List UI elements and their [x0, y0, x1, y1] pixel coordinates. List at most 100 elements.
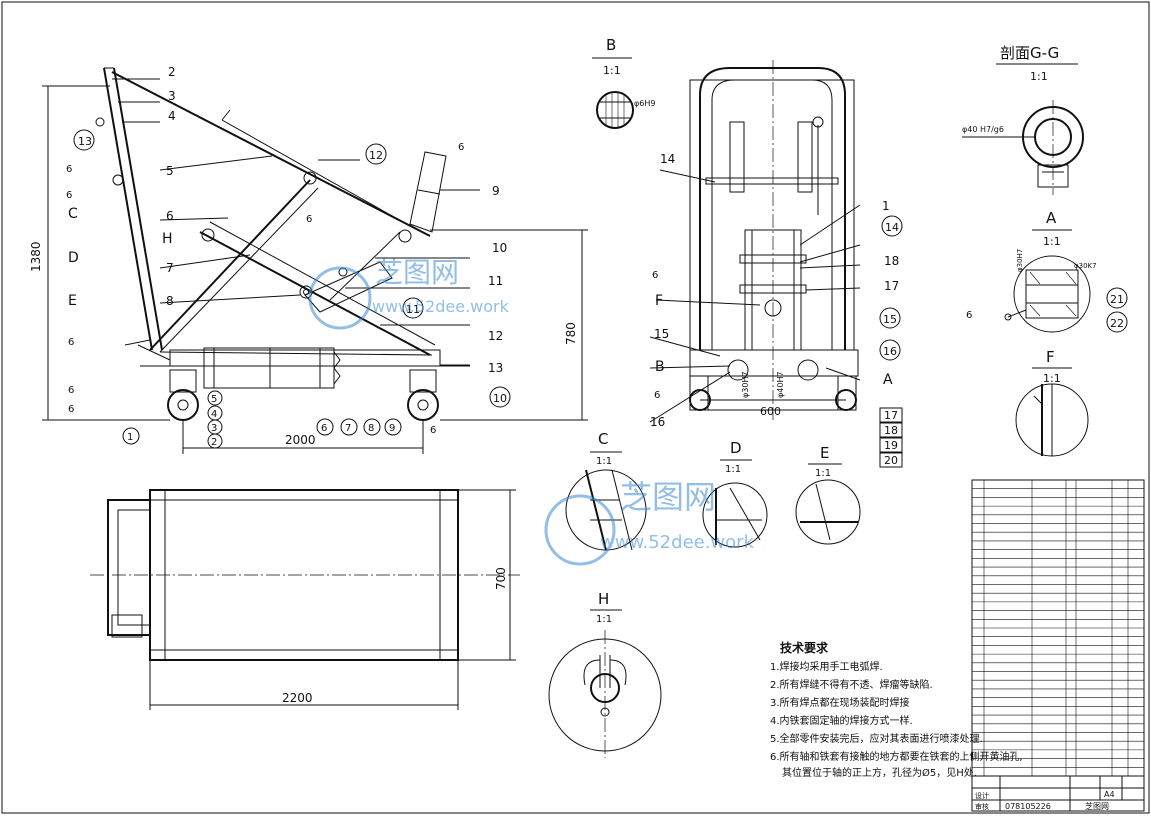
balloon-2: 2 [211, 437, 217, 448]
detail-b-scale: 1:1 [603, 64, 621, 77]
technical-notes: 技术要求 1.焊接均采用手工电弧焊. 2.所有焊缝不得有不透、焊瘤等缺陷. 3.… [770, 640, 1023, 779]
balloon-1: 1 [127, 432, 133, 443]
dimension-2000: 2000 [285, 433, 316, 447]
balloon-18: 18 [884, 424, 898, 437]
detail-c-letter: C [598, 430, 608, 448]
weld-symbol: 6 [68, 385, 74, 396]
part-label-13: 13 [488, 361, 503, 375]
section-view-gg: 剖面G-G 1:1 φ40 H7/g6 [962, 44, 1084, 195]
part-label-5: 5 [166, 164, 174, 178]
balloon-21: 21 [1110, 293, 1124, 306]
watermark-brand: 芝图网 [620, 478, 716, 516]
part-label-7: 7 [166, 261, 174, 275]
detail-f-scale: 1:1 [1043, 372, 1061, 385]
weld-symbol: 6 [458, 142, 464, 153]
dimension-2200: 2200 [282, 691, 313, 705]
balloon-13: 13 [78, 135, 92, 148]
part-label-16: 16 [650, 415, 665, 429]
note-line-2: 2.所有焊缝不得有不透、焊瘤等缺陷. [770, 678, 933, 691]
view-callout-d: D [68, 250, 79, 266]
title-design-label: 设计 [975, 791, 989, 800]
balloon-6: 6 [321, 423, 327, 434]
weld-symbol: 6 [68, 404, 74, 415]
front-view-labels: 14 1 18 17 15 16 F B A 6 6 600 φ30H7 φ40… [650, 152, 899, 429]
watermark-2: 芝图网 www.52dee.work [544, 478, 755, 566]
balloon-15: 15 [883, 313, 897, 326]
section-gg-scale: 1:1 [1030, 70, 1048, 83]
weld-symbol: 6 [66, 164, 72, 175]
drawing-number: 078105226 [1005, 802, 1051, 811]
note-line-4: 4.内铁套固定轴的焊接方式一样. [770, 714, 913, 727]
section-gg-title: 剖面G-G [1000, 44, 1059, 62]
balloon-14: 14 [885, 221, 899, 234]
balloon-10: 10 [493, 392, 507, 405]
part-label-18: 18 [884, 254, 899, 268]
balloon-5: 5 [211, 394, 217, 405]
plan-view [90, 489, 520, 710]
side-view-balloons: 13 12 11 10 1 5 4 3 2 6 7 8 9 [73, 129, 511, 449]
detail-a-scale: 1:1 [1043, 235, 1061, 248]
side-view-labels: 2 3 4 5 6 7 8 9 10 11 12 13 C D E H 6 6 … [29, 65, 578, 447]
balloon-19: 19 [884, 439, 898, 452]
detail-e-letter: E [820, 444, 829, 462]
part-label-3: 3 [168, 89, 176, 103]
weld-symbol: 6 [966, 310, 972, 321]
detail-a-fit-1: φ30H7 [1016, 249, 1024, 272]
section-gg-fit: φ40 H7/g6 [962, 125, 1004, 134]
balloon-20: 20 [884, 454, 898, 467]
balloon-3: 3 [211, 423, 217, 434]
weld-symbol: 6 [654, 390, 660, 401]
detail-view-a: A 1:1 φ30H7 φ30K7 6 [966, 209, 1097, 333]
note-line-6: 6.所有轴和铁套有接触的地方都要在铁套的上侧开黄油孔, [770, 750, 1023, 763]
note-line-7: 其位置位于轴的正上方，孔径为Ø5，见H处. [782, 766, 977, 779]
balloon-22: 22 [1110, 317, 1124, 330]
weld-symbol: 6 [68, 337, 74, 348]
part-label-6: 6 [166, 209, 174, 223]
dimension-600: 600 [760, 405, 781, 418]
detail-h-letter: H [598, 590, 609, 608]
detail-view-d: D 1:1 [702, 439, 768, 548]
title-block: 设计 审核 078105226 A4 芝图网 [971, 775, 1145, 812]
watermark-1: 芝图网 www.52dee.work [308, 256, 510, 330]
detail-view-c: C 1:1 [565, 430, 647, 551]
note-line-1: 1.焊接均采用手工电弧焊. [770, 660, 883, 673]
part-label-14: 14 [660, 152, 675, 166]
weld-symbol: 6 [652, 270, 658, 281]
view-callout-e: E [68, 293, 77, 309]
watermark-brand: 芝图网 [375, 256, 459, 289]
parts-list-table [972, 480, 1144, 776]
weld-symbol: 6 [430, 425, 436, 436]
view-callout-b: B [655, 359, 665, 375]
dimension-780: 780 [564, 322, 578, 345]
note-line-5: 5.全部零件安装完后，应对其表面进行喷漆处理. [770, 732, 983, 745]
side-view [42, 67, 588, 454]
parts-list-border [971, 479, 1145, 777]
fit-40H7: φ40H7 [776, 371, 785, 398]
sheet-size: A4 [1104, 790, 1115, 799]
part-label-8: 8 [166, 294, 174, 308]
part-label-11: 11 [488, 274, 503, 288]
balloon-9: 9 [389, 423, 395, 434]
balloon-17: 17 [884, 409, 898, 422]
detail-a-letter: A [1046, 209, 1057, 227]
notes-title: 技术要求 [780, 640, 829, 655]
view-callout-h: H [162, 231, 173, 247]
part-label-17: 17 [884, 279, 899, 293]
note-line-3: 3.所有焊点都在现场装配时焊接 [770, 696, 910, 709]
balloon-12: 12 [369, 149, 383, 162]
front-view [649, 60, 861, 423]
detail-b-note: φ6H9 [634, 99, 655, 108]
balloon-16: 16 [883, 345, 897, 358]
part-label-2: 2 [168, 65, 176, 79]
weld-symbol: 6 [66, 190, 72, 201]
part-label-1: 1 [882, 199, 890, 213]
detail-view-h: H 1:1 [548, 590, 662, 758]
view-callout-f: F [655, 293, 663, 309]
detail-e-scale: 1:1 [815, 468, 831, 479]
detail-view-e: E 1:1 [795, 444, 861, 545]
detail-a-fit-2: φ30K7 [1074, 262, 1097, 270]
detail-d-letter: D [730, 439, 742, 457]
company-name: 芝图网 [1085, 801, 1109, 811]
